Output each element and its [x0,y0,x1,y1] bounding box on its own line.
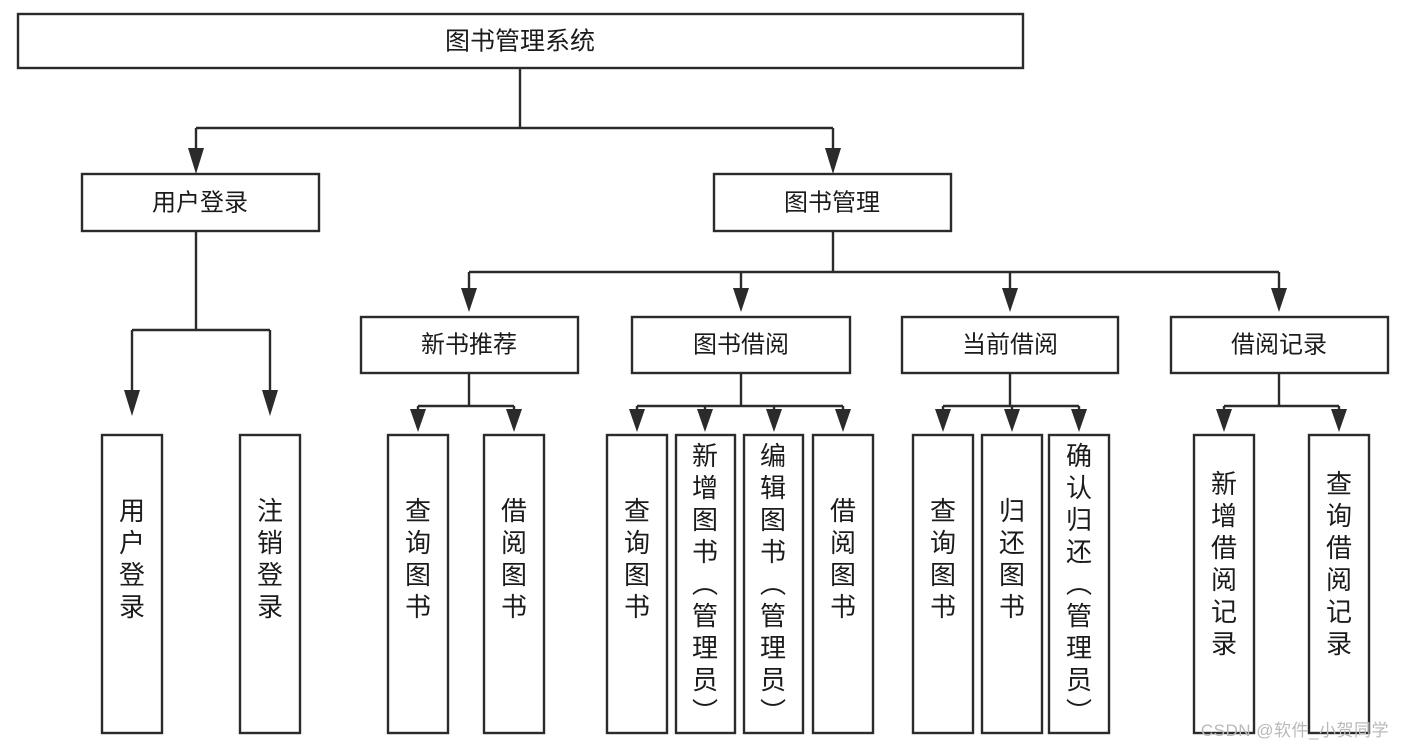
node-leaf-user-logout-label: 注销登录 [257,496,283,622]
node-leaf-borrow-book-1-box[interactable] [482,433,546,735]
arrowhead-leaf-query-book-2 [629,409,645,432]
node-book-borrow-box[interactable] [630,315,852,375]
arrowhead-user-login [188,148,204,174]
node-leaf-return-book-box[interactable] [980,433,1044,735]
arrowhead-current-borrow [1002,288,1018,312]
arrowhead-leaf-query-book-3 [935,409,951,432]
node-current-borrow-box[interactable] [900,315,1120,375]
node-new-book-rec[interactable]: 新书推荐 [359,315,580,375]
node-user-login-box[interactable] [80,172,321,233]
arrowhead-new-book-rec [461,288,477,312]
node-leaf-return-book[interactable]: 归还图书 [980,433,1044,735]
node-root[interactable]: 图书管理系统 [16,12,1025,70]
node-leaf-query-borrow-record-box[interactable] [1307,433,1371,735]
node-root-box[interactable] [16,12,1025,70]
node-user-login-label: 用户登录 [152,189,248,216]
arrowhead-leaf-add-borrow-record [1216,409,1232,432]
arrowhead-leaf-edit-book-admin [766,409,782,432]
node-root-label: 图书管理系统 [445,28,595,56]
node-leaf-query-book-1[interactable]: 查询图书 [386,433,450,735]
node-leaf-query-book-3-box[interactable] [911,433,975,735]
arrowhead-borrow-record [1271,288,1287,312]
node-leaf-add-book-admin-box[interactable] [674,433,737,735]
node-leaf-user-login-box[interactable] [100,433,164,735]
node-new-book-rec-label: 新书推荐 [421,331,517,358]
arrowhead-leaf-add-book-admin [697,409,713,432]
node-leaf-add-borrow-record[interactable]: 新增借阅记录 [1192,433,1256,735]
node-book-borrow-label: 图书借阅 [693,331,789,358]
node-leaf-query-book-1-label: 查询图书 [405,496,431,622]
arrowhead-leaf-query-borrow-record [1331,409,1347,432]
node-leaf-confirm-return-admin[interactable]: 确认归还︵管理员︶ [1047,433,1111,735]
node-leaf-edit-book-admin[interactable]: 编辑图书︵管理员︶ [742,433,805,735]
node-leaf-query-book-2-box[interactable] [605,433,669,735]
node-book-borrow[interactable]: 图书借阅 [630,315,852,375]
node-leaf-query-book-3-label: 查询图书 [930,496,956,622]
node-leaf-return-book-label: 归还图书 [999,496,1025,622]
connector-group-root [188,68,841,174]
node-leaf-user-login[interactable]: 用户登录 [100,433,164,735]
arrowhead-leaf-confirm-return-admin [1071,409,1087,432]
arrowhead-leaf-user-logout [262,390,278,416]
node-borrow-record-box[interactable] [1169,315,1390,375]
node-leaf-user-login-label: 用户登录 [119,496,145,622]
node-leaf-add-borrow-record-box[interactable] [1192,433,1256,735]
arrowhead-leaf-borrow-book-1 [506,409,522,432]
connector-group-book-borrow [629,373,851,432]
node-leaf-confirm-return-admin-box[interactable] [1047,433,1111,735]
connector-group-borrow-record [1216,373,1347,432]
node-leaf-edit-book-admin-label: 编辑图书︵管理员︶ [760,441,786,727]
arrowhead-book-borrow [733,288,749,312]
connector-group-book-manage [461,231,1287,312]
connector-group-user-login [124,231,278,416]
arrowhead-leaf-user-login [124,390,140,416]
node-user-login[interactable]: 用户登录 [80,172,321,233]
node-leaf-query-borrow-record-label: 查询借阅记录 [1326,469,1352,659]
node-leaf-add-book-admin-label: 新增图书︵管理员︶ [692,441,718,727]
node-leaf-borrow-book-2[interactable]: 借阅图书 [811,433,875,735]
node-book-manage-label: 图书管理 [784,189,880,216]
node-leaf-add-book-admin[interactable]: 新增图书︵管理员︶ [674,433,737,735]
arrowhead-book-manage [825,148,841,174]
node-leaf-query-book-2-label: 查询图书 [624,496,650,622]
node-current-borrow-label: 当前借阅 [962,331,1058,358]
node-borrow-record[interactable]: 借阅记录 [1169,315,1390,375]
node-leaf-user-logout-box[interactable] [238,433,302,735]
node-leaf-borrow-book-1-label: 借阅图书 [501,496,527,622]
node-leaf-borrow-book-2-label: 借阅图书 [830,496,856,622]
node-book-manage[interactable]: 图书管理 [712,172,953,233]
connector-group-current-borrow [935,373,1087,432]
node-leaf-user-logout[interactable]: 注销登录 [238,433,302,735]
arrowhead-leaf-query-book-1 [410,409,426,432]
connector-group-new-book-rec [410,373,522,432]
node-leaf-query-book-3[interactable]: 查询图书 [911,433,975,735]
node-leaf-query-book-2[interactable]: 查询图书 [605,433,669,735]
node-leaf-edit-book-admin-box[interactable] [742,433,805,735]
node-leaf-query-borrow-record[interactable]: 查询借阅记录 [1307,433,1371,735]
node-current-borrow[interactable]: 当前借阅 [900,315,1120,375]
arrowhead-leaf-return-book [1004,409,1020,432]
node-leaf-confirm-return-admin-label: 确认归还︵管理员︶ [1066,441,1092,727]
node-book-manage-box[interactable] [712,172,953,233]
node-leaf-borrow-book-1[interactable]: 借阅图书 [482,433,546,735]
node-leaf-borrow-book-2-box[interactable] [811,433,875,735]
node-new-book-rec-box[interactable] [359,315,580,375]
node-leaf-add-borrow-record-label: 新增借阅记录 [1211,469,1237,659]
arrowhead-leaf-borrow-book-2 [835,409,851,432]
node-leaf-query-book-1-box[interactable] [386,433,450,735]
node-borrow-record-label: 借阅记录 [1231,331,1327,358]
